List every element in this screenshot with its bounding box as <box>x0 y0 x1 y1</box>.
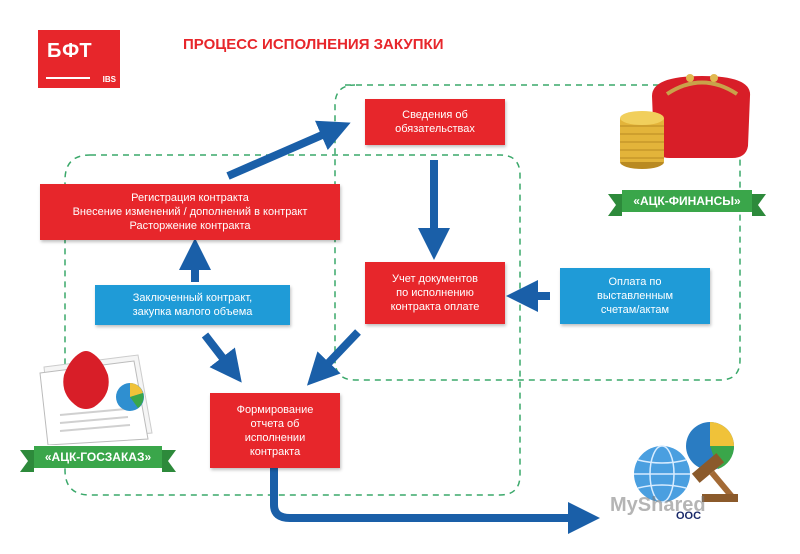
box-concluded-label: Заключенный контракт, закупка малого объ… <box>132 292 253 318</box>
box-payment: Оплата по выставленным счетам/актам <box>560 268 710 324</box>
arrow-report-to-oos <box>270 468 600 534</box>
box-report-label: Формирование отчета об исполнении контра… <box>236 403 314 458</box>
box-accounting: Учет документов по исполнению контракта … <box>365 262 505 324</box>
arrow-concluded-to-report <box>201 332 242 383</box>
box-obligations-label: Сведения об обязательствах <box>395 109 475 135</box>
logo-divider <box>46 77 90 79</box>
arrow-registration-to-obligations <box>226 120 351 180</box>
document-emblem-icon <box>39 351 153 445</box>
watermark: MyShared <box>610 494 706 516</box>
box-accounting-label: Учет документов по исполнению контракта … <box>390 273 480 313</box>
oos-label: ООС <box>676 510 702 522</box>
box-report: Формирование отчета об исполнении контра… <box>210 393 340 468</box>
ribbon-finance: «АЦК-ФИНАНСЫ» <box>608 190 766 216</box>
logo-sub: IBS <box>102 75 116 84</box>
box-obligations: Сведения об обязательствах <box>365 99 505 145</box>
bft-logo: БФТ IBS <box>38 30 120 88</box>
wallet-coins-icon <box>620 74 751 169</box>
ribbon-goszakaz: «АЦК-ГОСЗАКАЗ» <box>20 446 176 472</box>
logo-text: БФТ <box>47 40 93 62</box>
box-concluded: Заключенный контракт, закупка малого объ… <box>95 285 290 325</box>
box-registration: Регистрация контракта Внесение изменений… <box>40 184 340 240</box>
arrow-accounting-to-report <box>306 329 361 386</box>
box-payment-label: Оплата по выставленным счетам/актам <box>596 276 674 316</box>
box-registration-label: Регистрация контракта Внесение изменений… <box>72 192 308 232</box>
globe-gavel-icon <box>634 422 738 503</box>
goszakaz-region <box>64 154 521 496</box>
page-title: ПРОЦЕСС ИСПОЛНЕНИЯ ЗАКУПКИ <box>183 36 444 53</box>
